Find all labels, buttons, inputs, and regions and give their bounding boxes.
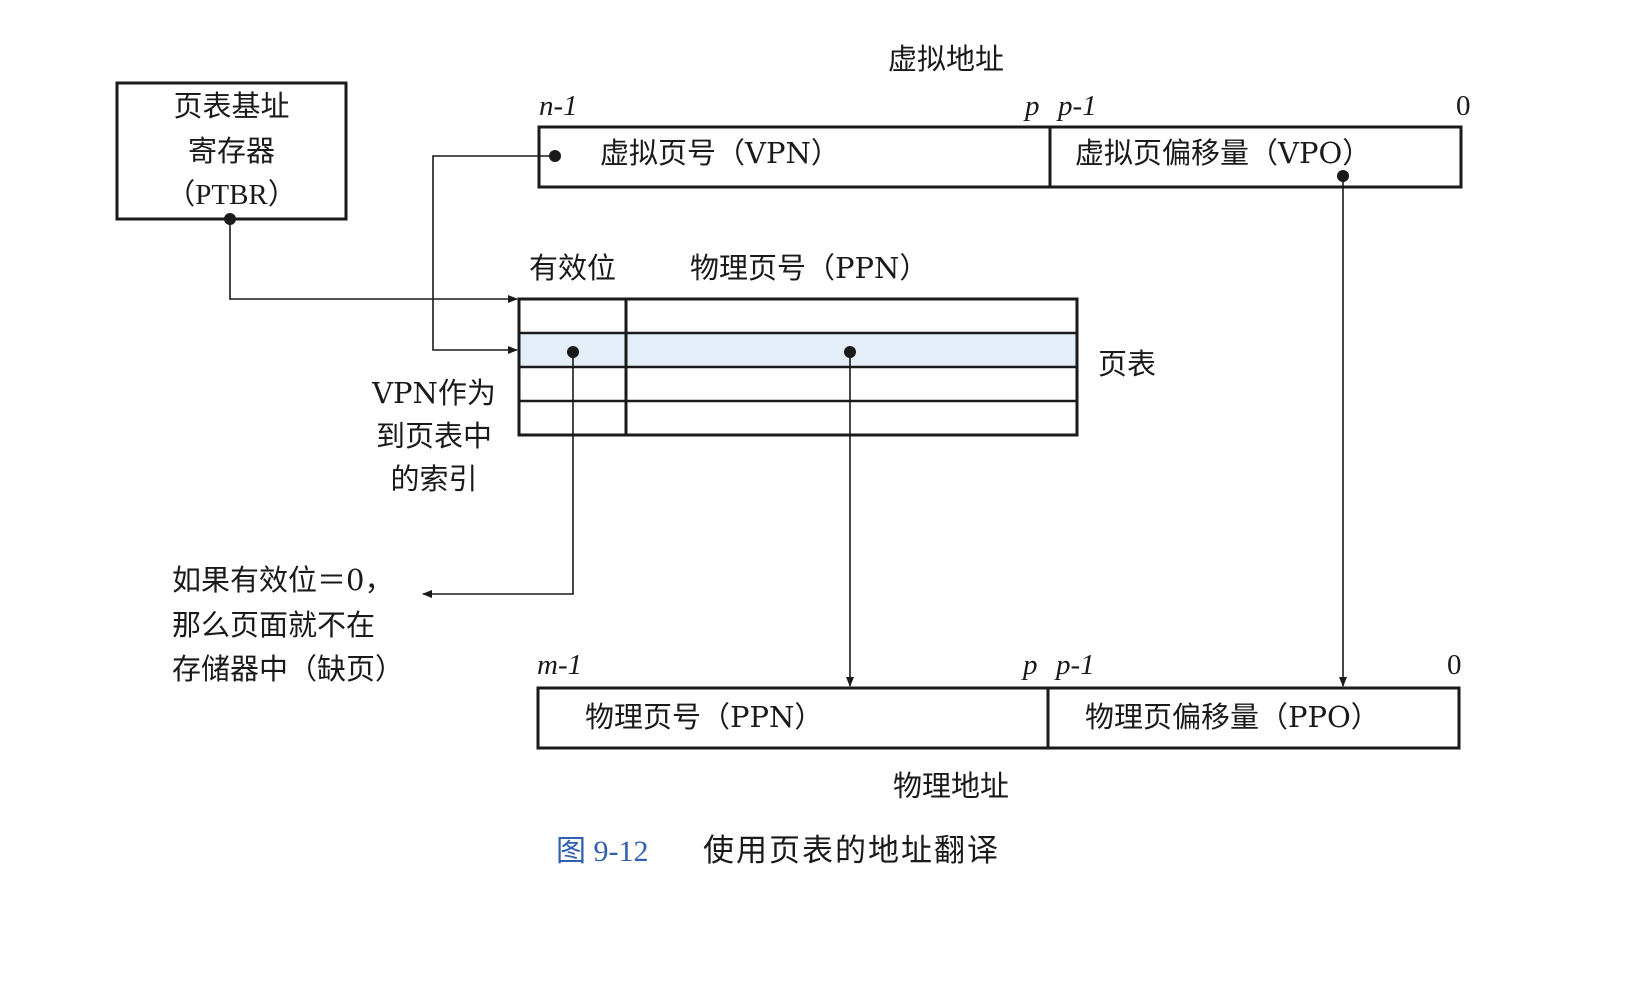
physical-address-bit-p-minus-1: p-1: [1056, 649, 1095, 681]
ptbr-label-line-3: （PTBR）: [166, 179, 297, 211]
vpn-field-label: 虚拟页号（VPN）: [600, 136, 840, 170]
valid-bit-to-fault-arrow: [422, 352, 574, 598]
vpn-to-page-table-arrow: [432, 155, 555, 354]
fault-note-line-1: 如果有效位＝0，: [172, 563, 394, 597]
ptbr-label-line-1: 页表基址: [173, 89, 290, 123]
physical-ppn-field-label: 物理页号（PPN）: [585, 700, 824, 734]
ptbr-label-line-2: 寄存器: [187, 134, 275, 168]
ptbr-to-page-table-arrow: [229, 219, 518, 303]
valid-bit-header: 有效位: [529, 251, 617, 285]
ptbr-dot: [224, 213, 236, 225]
virtual-address-box: [537, 125, 1463, 189]
physical-address-box: [536, 686, 1461, 750]
physical-address-bit-high: m-1: [537, 649, 583, 681]
vpn-dot: [549, 150, 561, 162]
vpo-dot: [1337, 170, 1349, 182]
virtual-address-bit-p-minus-1: p-1: [1058, 90, 1097, 122]
virtual-address-bit-zero: 0: [1456, 90, 1471, 122]
physical-address-bit-p: p: [1023, 649, 1038, 681]
fault-note-line-3: 存储器中（缺页）: [172, 652, 405, 686]
virtual-address-bit-p: p: [1025, 90, 1040, 122]
physical-address-bit-zero: 0: [1447, 649, 1462, 681]
figure-title: 使用页表的地址翻译: [703, 833, 1000, 869]
ppo-field-label: 物理页偏移量（PPO）: [1085, 700, 1380, 734]
fault-note-line-2: 那么页面就不在: [172, 608, 376, 642]
figure-number: 图 9-12: [556, 835, 649, 868]
vpn-note-line-3: 的索引: [390, 462, 478, 496]
vpo-field-label: 虚拟页偏移量（VPO）: [1075, 136, 1372, 170]
ppn-column-header: 物理页号（PPN）: [690, 251, 929, 285]
ppn-dot: [844, 346, 856, 358]
virtual-address-title: 虚拟地址: [888, 42, 1005, 76]
page-table-title: 页表: [1098, 347, 1157, 381]
vpn-note-line-1: VPN作为: [372, 376, 496, 410]
physical-address-title: 物理地址: [893, 769, 1010, 803]
page-table-highlight-row: [519, 333, 1077, 367]
valid-bit-dot: [567, 346, 579, 358]
virtual-address-bit-high: n-1: [539, 90, 578, 122]
vpn-note-line-2: 到页表中: [375, 419, 492, 453]
